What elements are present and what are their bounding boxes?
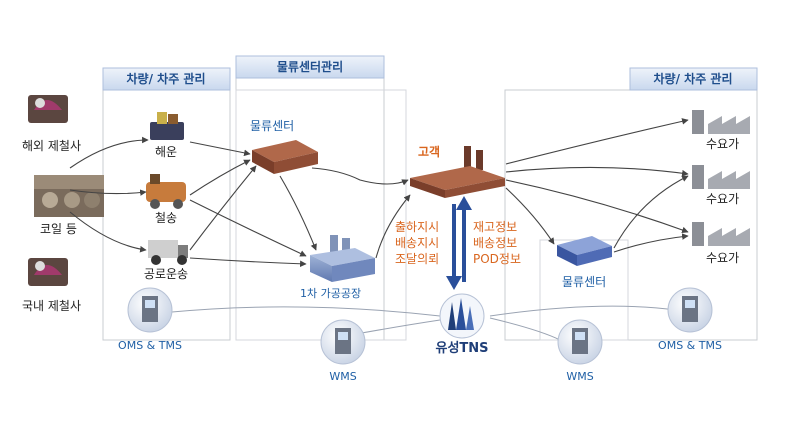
source-overseas-mill: 해외 제철사: [22, 139, 82, 153]
logistics-center-right-icon: [557, 236, 612, 266]
processing-plant-icon: [310, 235, 375, 282]
customer-label: 고객: [418, 145, 441, 159]
transport-rail-label: 철송: [154, 211, 178, 225]
demand-1-label: 수요가: [706, 137, 740, 151]
truck-icon: [148, 240, 188, 265]
header-band-center: [235, 55, 385, 79]
demand-3-label: 수요가: [706, 251, 740, 265]
transport-road-label: 공로운송: [143, 267, 189, 281]
company-logo-icon: [439, 293, 485, 339]
source-coil: 코일 등: [40, 222, 77, 236]
demand-building-3-icon: [692, 222, 750, 246]
system-oms-left: OMS & TMS: [118, 339, 182, 352]
region-center: [235, 77, 385, 341]
flow-up-2: 배송정보: [473, 236, 518, 250]
train-icon: [146, 174, 186, 209]
customer-factory-icon: [410, 146, 505, 198]
header-right-vehicle: 차량/ 차주 관리: [653, 72, 733, 86]
header-band-left: [102, 67, 231, 91]
processing-plant-label: 1차 가공공장: [300, 287, 362, 300]
ship-icon: [150, 112, 184, 140]
flow-up-3: POD정보: [473, 252, 522, 266]
logistics-center-left-label: 물류센터: [250, 119, 295, 133]
header-left-vehicle: 차량/ 차주 관리: [126, 72, 206, 86]
system-wms-right: WMS: [566, 370, 594, 383]
demand-building-2-icon: [692, 165, 750, 189]
demand-2-label: 수요가: [706, 192, 740, 206]
oms-left-circle: [127, 287, 173, 333]
flow-down-3: 조달의뢰: [395, 252, 440, 266]
header-band-right: [629, 67, 758, 91]
wms-right-circle: [557, 319, 603, 365]
overseas-mill-icon: [28, 95, 68, 123]
info-flow-arrows: [446, 196, 472, 290]
domestic-mill-icon: [28, 258, 68, 286]
flow-up-1: 재고정보: [473, 220, 518, 234]
transport-ship-label: 해운: [154, 145, 178, 159]
flow-down-2: 배송지시: [395, 236, 440, 250]
oms-right-circle: [667, 287, 713, 333]
source-domestic-mill: 국내 제철사: [22, 299, 82, 313]
logistics-center-left-icon: [252, 140, 318, 174]
wms-left-circle: [320, 319, 366, 365]
system-wms-left: WMS: [329, 370, 357, 383]
demand-building-1-icon: [692, 110, 750, 134]
system-oms-right: OMS & TMS: [658, 339, 722, 352]
flow-arrows: [69, 118, 689, 268]
company-name: 유성TNS: [435, 341, 489, 356]
logistics-center-right-label: 물류센터: [562, 275, 607, 289]
flow-down-1: 출하지시: [395, 220, 440, 234]
coil-photo: [34, 175, 104, 217]
header-center-logistics: 물류센터관리: [276, 60, 344, 74]
